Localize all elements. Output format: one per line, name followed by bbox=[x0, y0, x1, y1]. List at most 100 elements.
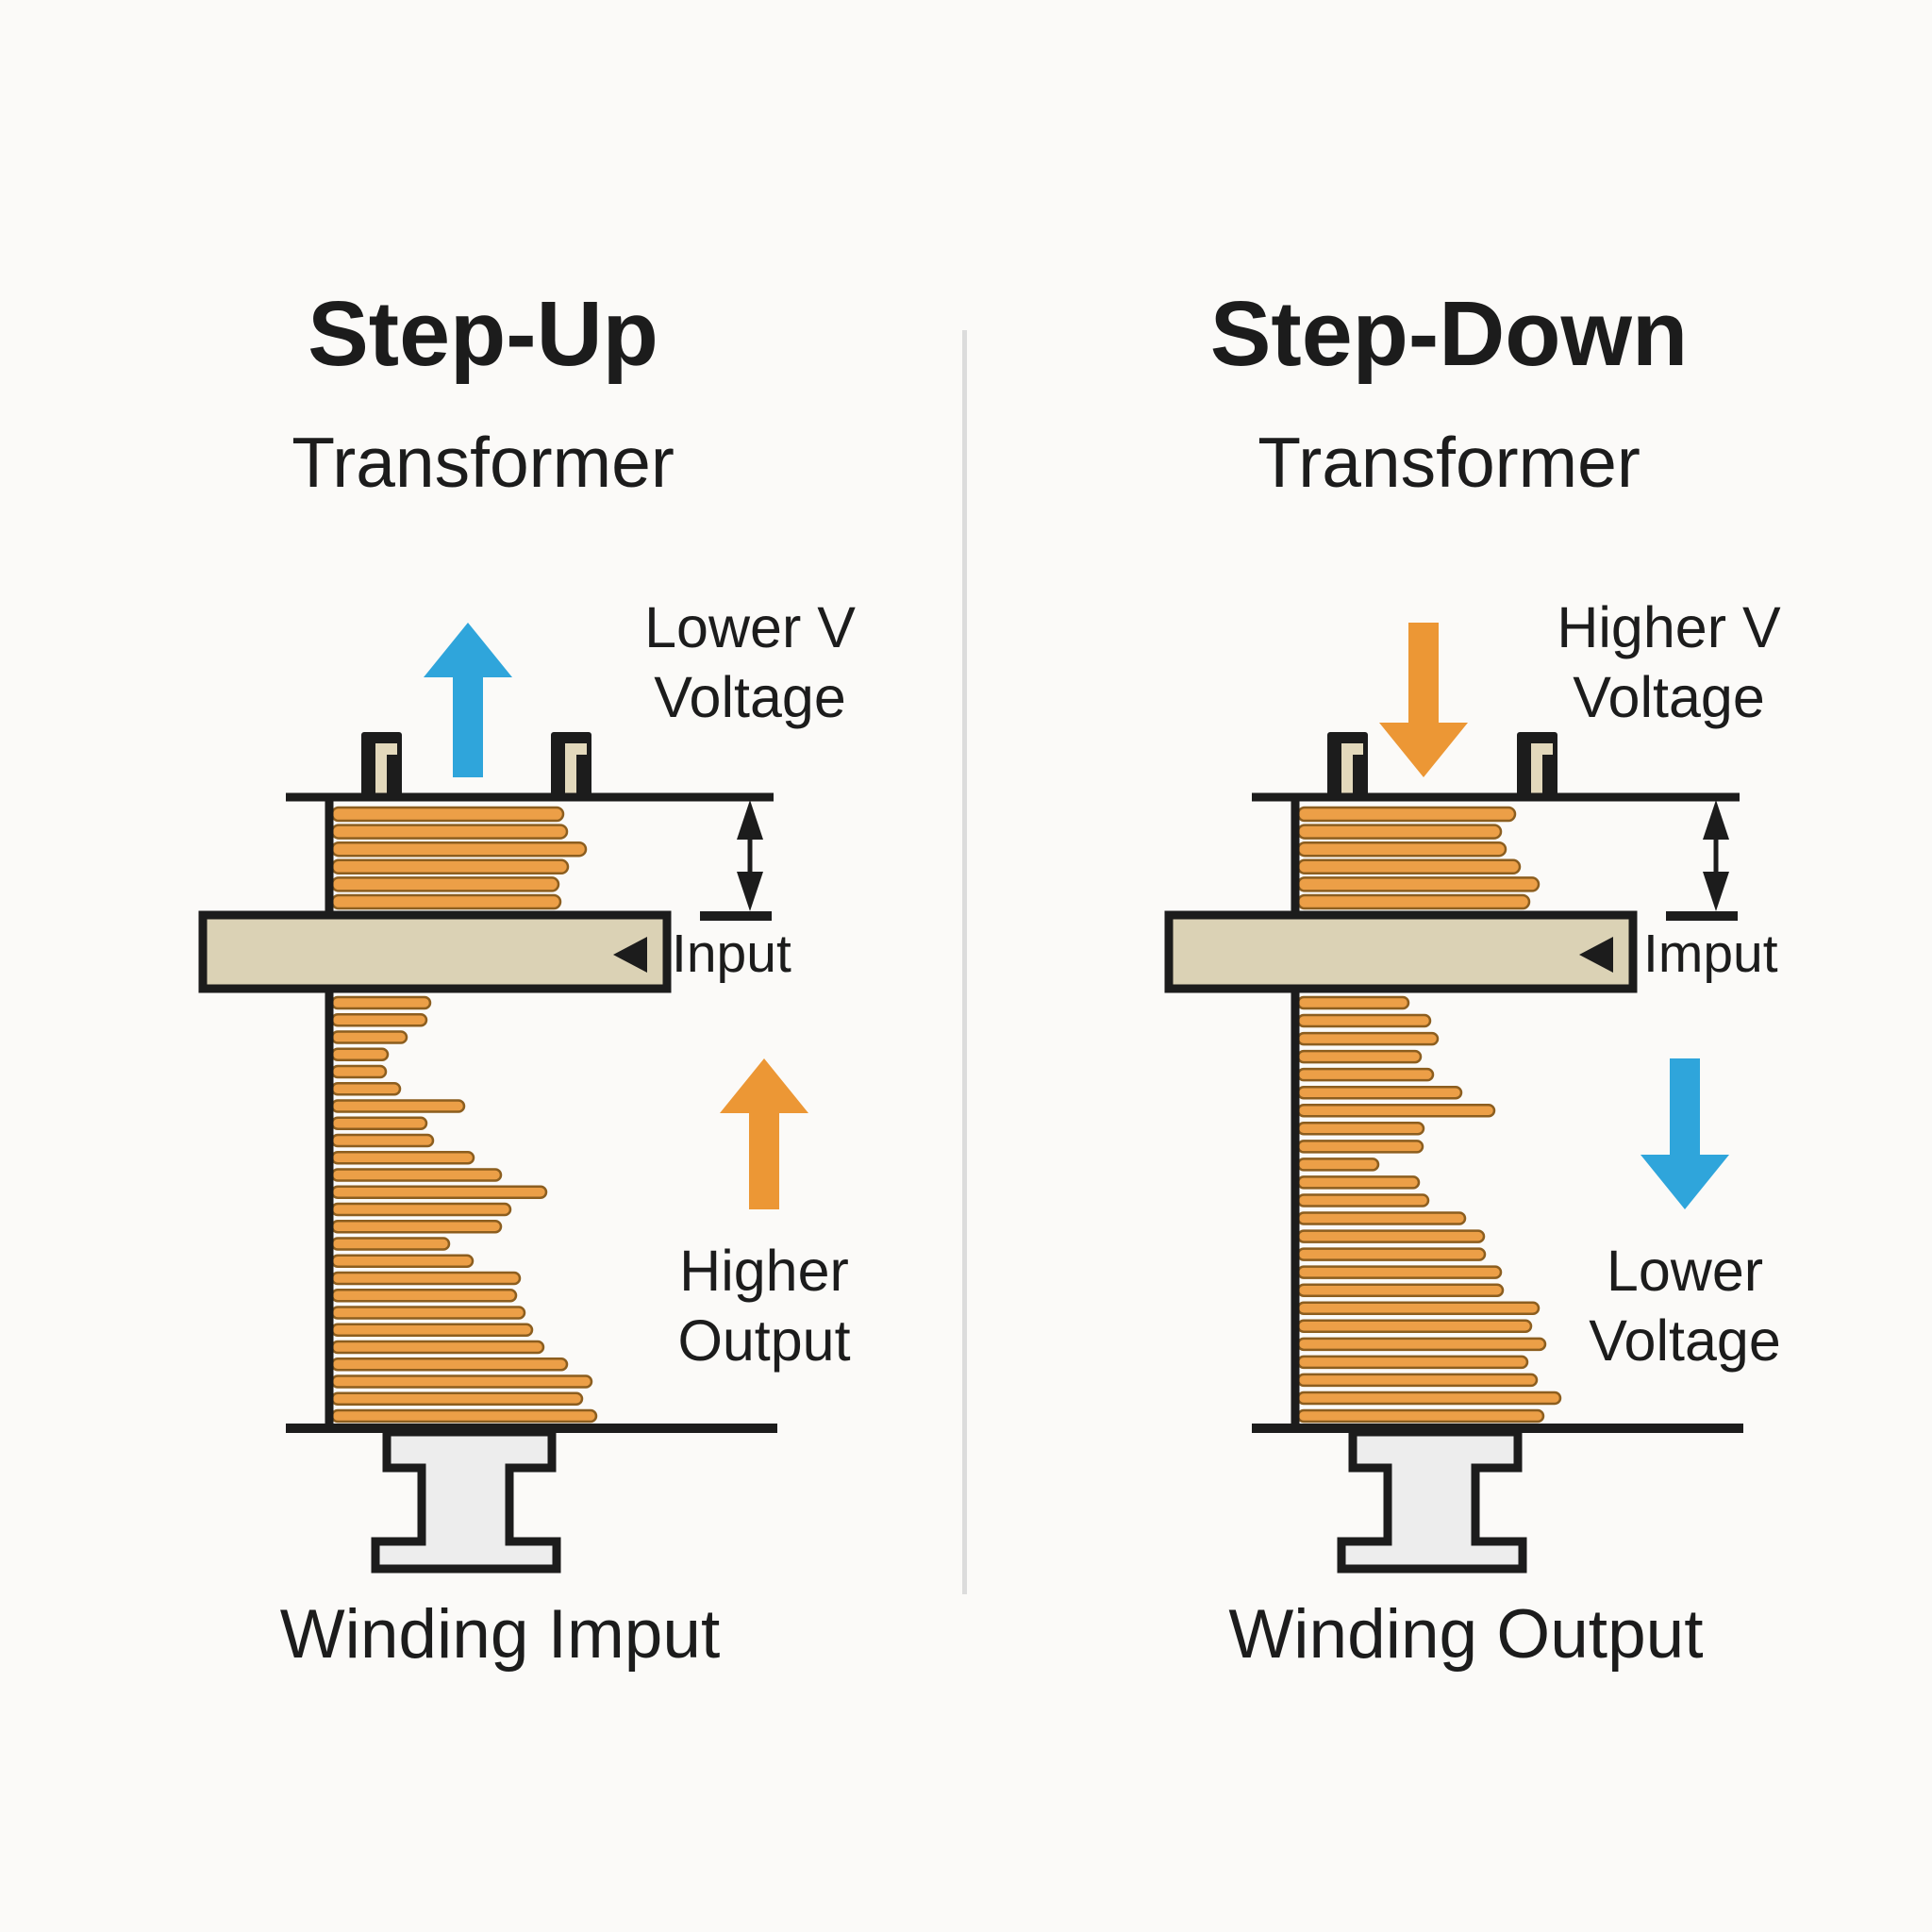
winding-label: Winding Imput bbox=[279, 1596, 721, 1673]
upper-winding-turn bbox=[330, 858, 570, 875]
top-up-arrow-icon bbox=[424, 623, 512, 777]
lower-winding-turn bbox=[1296, 1193, 1430, 1208]
upper-winding-turn bbox=[1296, 806, 1517, 823]
upper-winding-turn bbox=[1296, 876, 1541, 892]
lower-winding-turn bbox=[330, 1168, 503, 1182]
lower-winding-turn bbox=[330, 1099, 466, 1113]
lower-winding-turn bbox=[1296, 1067, 1435, 1082]
input-pointer-icon bbox=[1579, 937, 1613, 973]
lower-winding-turn bbox=[330, 1340, 545, 1355]
step-down-panel: Step-Down Transformer Higher V Voltage I… bbox=[966, 0, 1932, 1932]
lower-winding-turn bbox=[1296, 1158, 1380, 1172]
transformer-diagram bbox=[198, 623, 808, 1574]
upper-winding-turn bbox=[330, 893, 562, 910]
measure-arrowhead-down-icon bbox=[737, 872, 763, 911]
core-bar bbox=[1164, 910, 1638, 993]
lower-winding-turn bbox=[330, 1374, 593, 1389]
lower-winding-turn bbox=[330, 1133, 435, 1148]
transformer-diagram bbox=[1164, 623, 1743, 1574]
lower-winding-turn bbox=[330, 1306, 526, 1320]
lower-winding-turn bbox=[1296, 1283, 1505, 1297]
upper-winding-turn bbox=[1296, 824, 1503, 840]
lower-winding-turn bbox=[1296, 1140, 1424, 1154]
lower-winding-turn bbox=[330, 1289, 518, 1303]
lower-winding-turn bbox=[1296, 1355, 1529, 1370]
side-voltage-label-line2: Output bbox=[677, 1308, 851, 1373]
measure-arrowhead-down-icon bbox=[1703, 872, 1729, 911]
lower-winding-turn bbox=[1296, 1408, 1545, 1424]
lower-winding-turn bbox=[330, 995, 432, 1010]
lower-winding-turn bbox=[330, 1271, 522, 1286]
panel-subtitle: Transformer bbox=[1257, 423, 1641, 502]
top-voltage-label-line2: Voltage bbox=[1573, 665, 1765, 729]
top-voltage-label: Lower V Voltage bbox=[552, 592, 948, 732]
lower-winding-turn bbox=[330, 1391, 584, 1406]
lower-winding-turn bbox=[1296, 1247, 1487, 1261]
lower-winding-turn bbox=[1296, 1265, 1503, 1279]
panel-divider bbox=[962, 330, 967, 1594]
side-voltage-label: Lower Voltage bbox=[1496, 1236, 1874, 1375]
upper-winding-turn bbox=[330, 841, 588, 858]
input-label: Imput bbox=[1643, 924, 1778, 984]
top-voltage-label-line1: Higher V bbox=[1557, 595, 1781, 659]
lower-winding-turn bbox=[1296, 1031, 1440, 1046]
pedestal-base bbox=[371, 1427, 561, 1574]
terminal-channel bbox=[1341, 743, 1353, 801]
lower-winding-turn bbox=[1296, 1104, 1496, 1118]
lower-winding-turn bbox=[1296, 1049, 1423, 1064]
top-voltage-label-line1: Lower V bbox=[644, 595, 856, 659]
upper-winding-turn bbox=[1296, 893, 1531, 910]
top-down-arrow-icon bbox=[1379, 623, 1468, 777]
lower-winding-turn bbox=[330, 1323, 534, 1337]
lower-winding-turn bbox=[330, 1151, 475, 1165]
upper-winding-turn bbox=[330, 824, 569, 840]
input-pointer-icon bbox=[613, 937, 647, 973]
lower-winding-turn bbox=[1296, 1211, 1467, 1225]
top-voltage-label-line2: Voltage bbox=[654, 665, 846, 729]
top-voltage-label: Higher V Voltage bbox=[1471, 592, 1867, 732]
lower-winding-turn bbox=[1296, 1229, 1486, 1243]
side-voltage-label-line2: Voltage bbox=[1589, 1308, 1781, 1373]
upper-winding-turn bbox=[1296, 858, 1522, 875]
side-up-arrow-icon bbox=[720, 1058, 808, 1209]
lower-winding-turn bbox=[330, 1357, 569, 1372]
input-label: Input bbox=[672, 924, 791, 984]
lower-winding-turn bbox=[330, 1185, 548, 1199]
lower-winding-turn bbox=[330, 1202, 512, 1217]
measure-arrowhead-up-icon bbox=[1703, 800, 1729, 840]
lower-winding-turn bbox=[1296, 1013, 1432, 1028]
lower-winding-turn bbox=[1296, 1175, 1421, 1190]
pedestal-base bbox=[1337, 1427, 1527, 1574]
lower-winding-turn bbox=[330, 1064, 388, 1079]
lower-winding-turn bbox=[330, 1237, 451, 1251]
lower-winding-turn bbox=[330, 1254, 475, 1268]
lower-winding-turn bbox=[1296, 995, 1410, 1010]
lower-winding-turn bbox=[330, 1013, 428, 1027]
upper-winding-turn bbox=[330, 806, 565, 823]
lower-winding-turn bbox=[1296, 1391, 1562, 1406]
upper-winding-turn bbox=[1296, 841, 1507, 858]
terminal-channel bbox=[375, 743, 387, 801]
panel-title: Step-Down bbox=[1209, 282, 1689, 385]
lower-winding-turn bbox=[330, 1030, 408, 1044]
side-voltage-label-line1: Lower bbox=[1606, 1239, 1764, 1303]
lower-winding-turn bbox=[1296, 1373, 1539, 1388]
terminal-channel bbox=[565, 743, 576, 801]
lower-winding-turn bbox=[1296, 1085, 1463, 1100]
terminal-channel bbox=[1531, 743, 1542, 801]
core-bar bbox=[198, 910, 672, 993]
panel-subtitle: Transformer bbox=[291, 423, 675, 502]
lower-winding-turn bbox=[330, 1047, 390, 1061]
lower-winding-turn bbox=[330, 1408, 598, 1424]
winding-label: Winding Output bbox=[1228, 1596, 1704, 1673]
lower-winding-turn bbox=[330, 1116, 428, 1130]
upper-winding-turn bbox=[330, 876, 560, 892]
measure-arrowhead-up-icon bbox=[737, 800, 763, 840]
lower-winding-turn bbox=[330, 1220, 503, 1234]
side-voltage-label: Higher Output bbox=[575, 1236, 953, 1375]
step-up-panel: Step-Up Transformer Lower V Voltage Inpu… bbox=[198, 282, 953, 1673]
lower-winding-turn bbox=[330, 1082, 402, 1096]
lower-winding-turn bbox=[1296, 1122, 1425, 1136]
side-down-arrow-icon bbox=[1641, 1058, 1729, 1209]
